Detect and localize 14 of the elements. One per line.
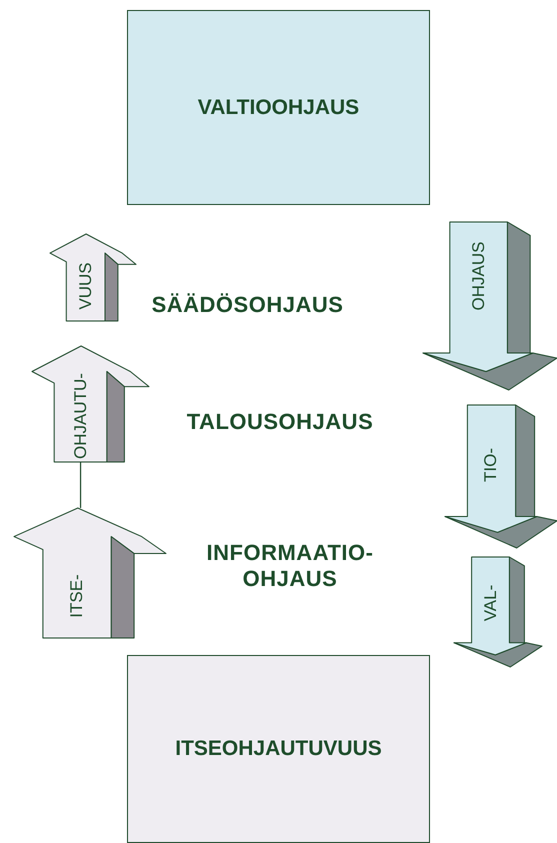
arrow-label: OHJAUTU- [70, 372, 91, 459]
heading-box [127, 10, 430, 205]
heading-box [127, 655, 430, 843]
category-label: INFORMAATIO- OHJAUS [206, 540, 374, 592]
box-heading: ITSEOHJAUTUVUUS [175, 737, 382, 761]
arrow-label: OHJAUS [468, 241, 489, 310]
arrow-label: ITSE- [67, 574, 88, 618]
arrow-label: VAL- [480, 584, 501, 622]
arrow-label: TIO- [481, 448, 502, 482]
arrow-label: VUUS [76, 262, 96, 310]
box-heading: VALTIOOHJAUS [198, 96, 360, 120]
category-label: TALOUSOHJAUS [186, 409, 374, 435]
category-label: SÄÄDÖSOHJAUS [150, 292, 344, 318]
connector-line [80, 462, 82, 508]
